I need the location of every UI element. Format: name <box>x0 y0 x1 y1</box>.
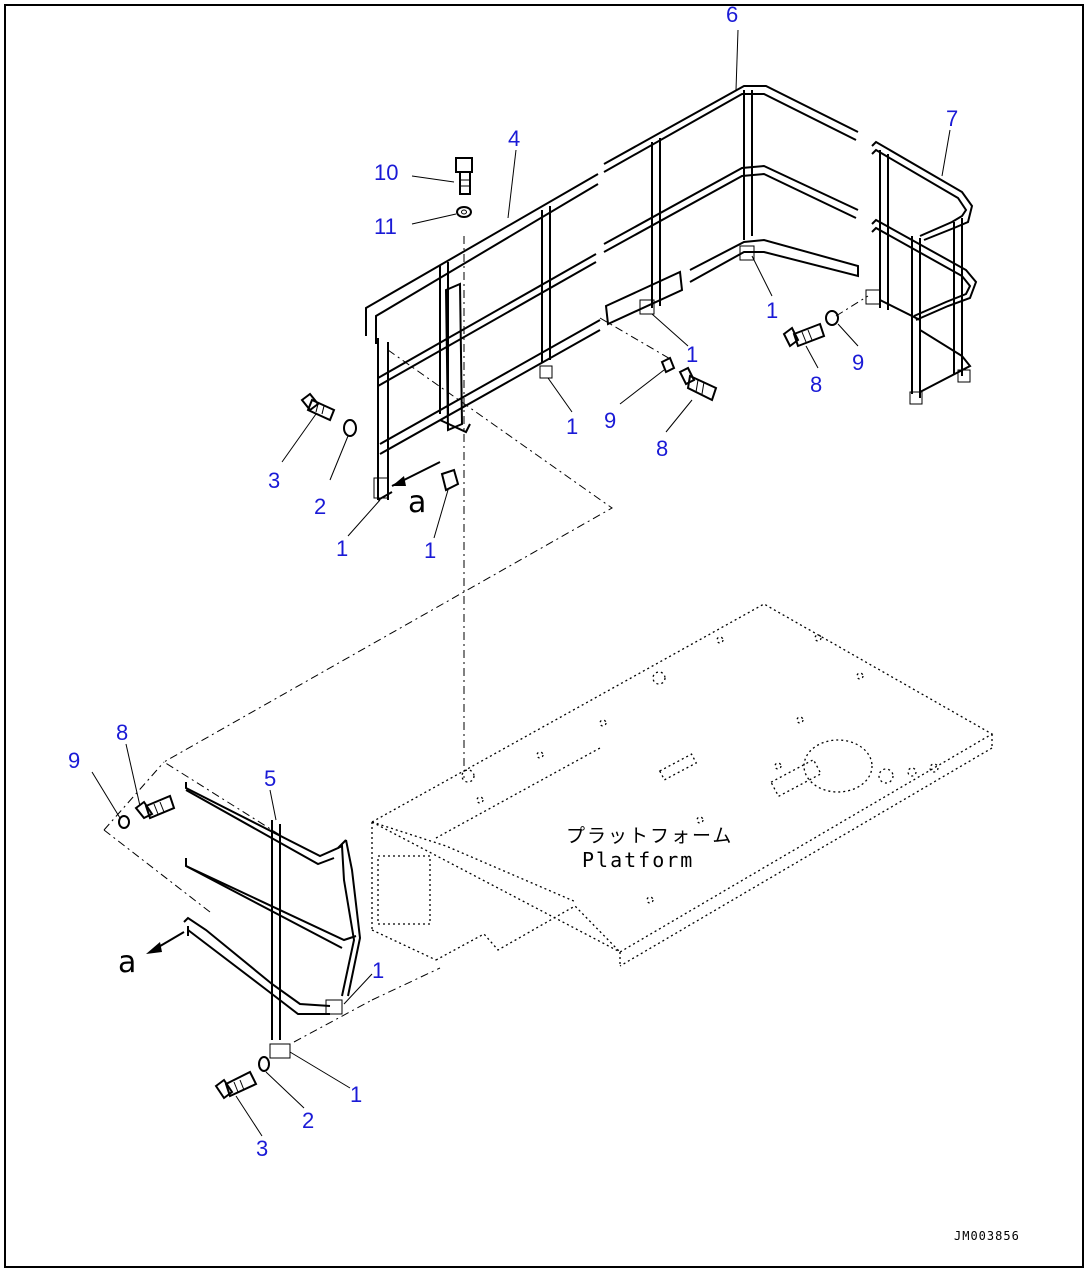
callout-3-low: 3 <box>256 1136 268 1161</box>
callout-1-low-a: 1 <box>372 958 384 983</box>
drawing-code: JM003856 <box>954 1229 1020 1243</box>
callout-9-mid: 9 <box>604 408 616 433</box>
bracket-1-center <box>440 468 460 492</box>
platform-label-jp: プラットフォーム <box>566 825 733 847</box>
callout-8-right: 8 <box>810 372 822 397</box>
callout-9-right: 9 <box>852 350 864 375</box>
washer-2-lower <box>258 1056 270 1072</box>
callout-1-top-right: 1 <box>766 298 778 323</box>
view-letter-a-lower: a <box>118 945 136 980</box>
bolt-8-low <box>134 794 176 820</box>
callout-1-mid: 1 <box>686 342 698 367</box>
callout-6: 6 <box>726 2 738 27</box>
callout-1-rail: 1 <box>566 414 578 439</box>
callout-8-low: 8 <box>116 720 128 745</box>
washer-9-mid <box>660 356 676 374</box>
handrail-7 <box>865 140 978 405</box>
washer-9-low <box>118 815 130 829</box>
assembly-guide-lines <box>103 236 869 1043</box>
handrail-5 <box>183 782 362 1059</box>
callout-7: 7 <box>946 106 958 131</box>
callout-3-top: 3 <box>268 468 280 493</box>
platform-label-en: Platform <box>582 848 694 872</box>
callout-5: 5 <box>264 766 276 791</box>
handrail-6 <box>603 85 859 326</box>
callout-1-low-b: 1 <box>350 1082 362 1107</box>
callout-8-mid: 8 <box>656 436 668 461</box>
bolt-10 <box>455 157 473 195</box>
bolt-8-right <box>782 322 826 348</box>
drawing-border <box>4 4 1084 1268</box>
view-letter-a-upper: a <box>408 485 426 520</box>
callout-2-low: 2 <box>302 1108 314 1133</box>
handrail-4 <box>365 173 601 501</box>
platform-plate <box>370 603 994 967</box>
callout-11: 11 <box>374 214 397 239</box>
view-arrow-a-upper <box>391 461 441 487</box>
view-arrow-a-lower <box>146 931 185 954</box>
callout-4: 4 <box>508 126 520 151</box>
callout-1-center: 1 <box>424 538 436 563</box>
bolt-8-mid <box>678 366 718 402</box>
callouts: 6 7 4 10 11 1 9 8 1 9 8 1 3 2 1 1 8 9 5 … <box>68 2 958 1161</box>
bolt-3-upper <box>300 392 336 422</box>
washer-9-right <box>825 310 839 326</box>
callout-10: 10 <box>374 160 398 185</box>
washer-11 <box>456 206 472 218</box>
leader-lines <box>91 29 951 1137</box>
callout-1-left: 1 <box>336 536 348 561</box>
washer-2-upper <box>343 419 357 437</box>
callout-9-low: 9 <box>68 748 80 773</box>
bolt-3-lower <box>214 1070 258 1100</box>
callout-2-top: 2 <box>314 494 326 519</box>
